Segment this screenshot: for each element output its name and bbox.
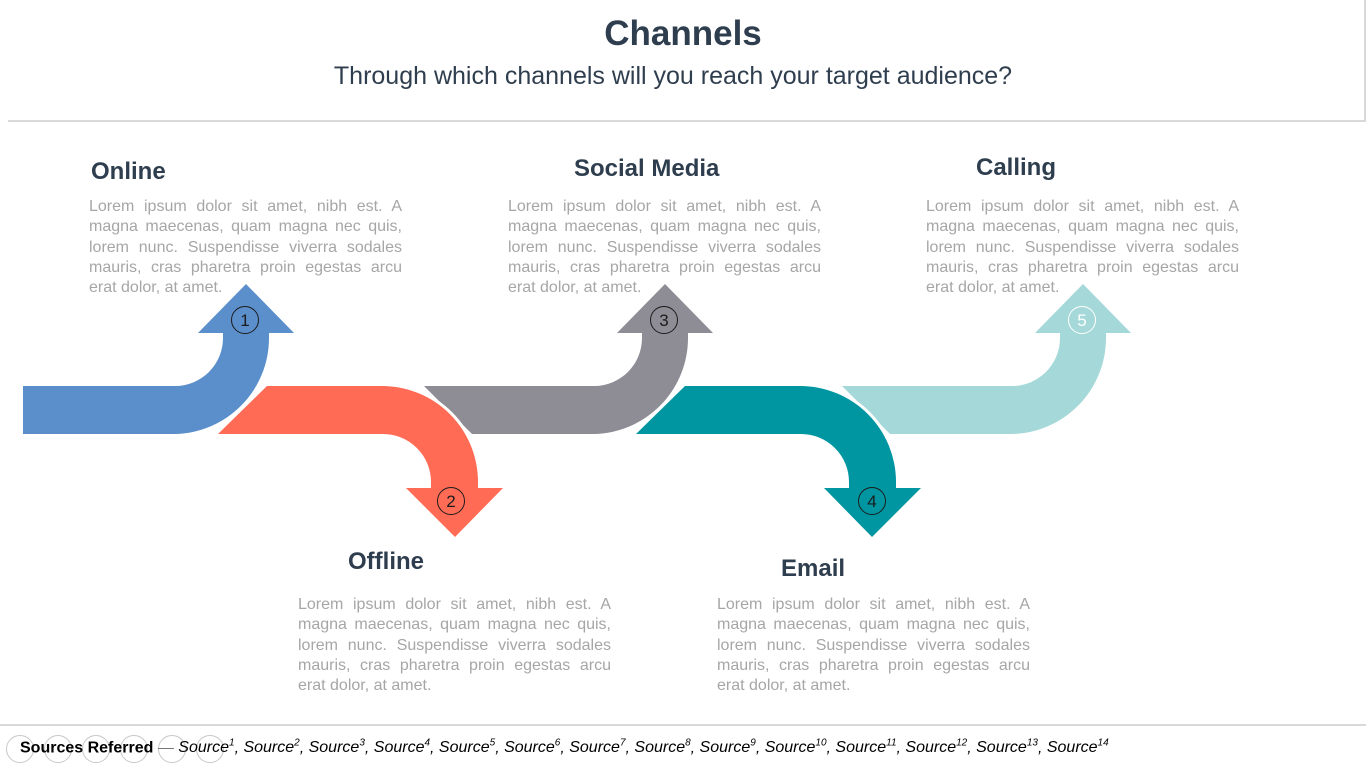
source-item-number: 14 [1097,738,1109,749]
source-item-label: Source [308,739,360,757]
step-text-offline: Lorem ipsum dolor sit amet, nibh est. A … [298,596,611,695]
arrow-calling [834,279,1139,437]
source-item-number: 12 [956,738,968,749]
page-title: Channels [604,14,762,53]
step-heading-calling: Calling [976,154,1057,181]
step-number-4: 4 [858,487,886,515]
step-text-email: Lorem ipsum dolor sit amet, nibh est. A … [717,596,1030,695]
source-item-number: 7 [619,738,626,749]
source-item-label: Source [835,739,887,757]
source-item-label: Source [699,739,751,757]
sources-label: Sources Referred [20,739,154,757]
source-item-label: Source [243,739,295,757]
source-item-number: 9 [750,738,756,749]
header-side-divider [1364,0,1366,122]
arrow-online [20,279,302,437]
step-number-5: 5 [1068,306,1096,334]
source-item-number: 10 [815,738,827,749]
source-item[interactable]: Source14 [1046,738,1109,757]
source-item-number: 1 [229,738,235,749]
circle-button-icon[interactable] [44,735,72,763]
source-item-number: 13 [1026,738,1038,749]
circle-button-icon[interactable] [82,735,110,763]
source-item-label: Source [504,739,555,757]
header-divider [8,120,1366,122]
source-item[interactable]: Source12 [905,738,968,757]
arrow-offline [210,383,511,542]
step-heading-social-media: Social Media [574,155,720,182]
page-subtitle: Through which channels will you reach yo… [333,62,1013,90]
source-item[interactable]: Source3 [308,738,365,757]
source-item[interactable]: Source9 [699,738,756,757]
source-item[interactable]: Source2 [243,738,300,757]
arrow-social-media [416,279,721,437]
zoom-icon[interactable] [158,735,186,763]
source-item-number: 8 [685,738,691,749]
source-item[interactable]: Source8 [634,738,691,757]
source-item[interactable]: Source4 [373,738,431,757]
footer-divider [0,724,1366,726]
source-item[interactable]: Source7 [569,738,626,757]
source-item-number: 5 [489,738,496,749]
step-heading-online: Online [91,158,166,185]
step-text-social-media: Lorem ipsum dolor sit amet, nibh est. A … [508,198,821,297]
source-item-number: 4 [424,738,431,749]
source-item-number: 2 [294,738,300,749]
source-item[interactable]: Source6 [504,738,561,757]
step-text-online: Lorem ipsum dolor sit amet, nibh est. A … [89,198,402,297]
step-number-3: 3 [650,306,678,334]
source-item-label: Source [976,739,1027,757]
source-item-number: 6 [554,738,561,749]
circle-button-icon[interactable] [6,735,34,763]
circle-button-icon[interactable] [196,735,224,763]
sources-list: Source1, Source2, Source3, Source4, Sour… [178,738,1109,757]
source-item-label: Source [438,739,490,757]
arrow-email [628,383,929,542]
source-item[interactable]: Source10 [764,738,827,757]
source-item-label: Source [764,739,816,757]
source-item-label: Source [373,739,425,757]
source-item[interactable]: Source11 [835,738,897,757]
source-item-label: Source [1046,739,1098,757]
source-item-label: Source [178,739,229,757]
source-item-label: Source [905,739,957,757]
source-item[interactable]: Source5 [438,738,496,757]
source-item-label: Source [634,739,686,757]
source-item[interactable]: Source1 [178,738,235,757]
source-item-label: Source [569,739,620,757]
step-number-1: 1 [231,306,259,334]
step-number-2: 2 [437,487,465,515]
sources-footer: Sources Referred — Source1, Source2, Sou… [20,738,1109,757]
step-heading-email: Email [781,555,846,582]
step-heading-offline: Offline [348,548,424,575]
source-item-number: 3 [359,738,365,749]
source-item[interactable]: Source13 [976,738,1038,757]
source-item-number: 11 [886,738,897,749]
step-text-calling: Lorem ipsum dolor sit amet, nibh est. A … [926,198,1239,297]
sources-dash: — [157,739,174,757]
grid-icon[interactable] [120,735,148,763]
